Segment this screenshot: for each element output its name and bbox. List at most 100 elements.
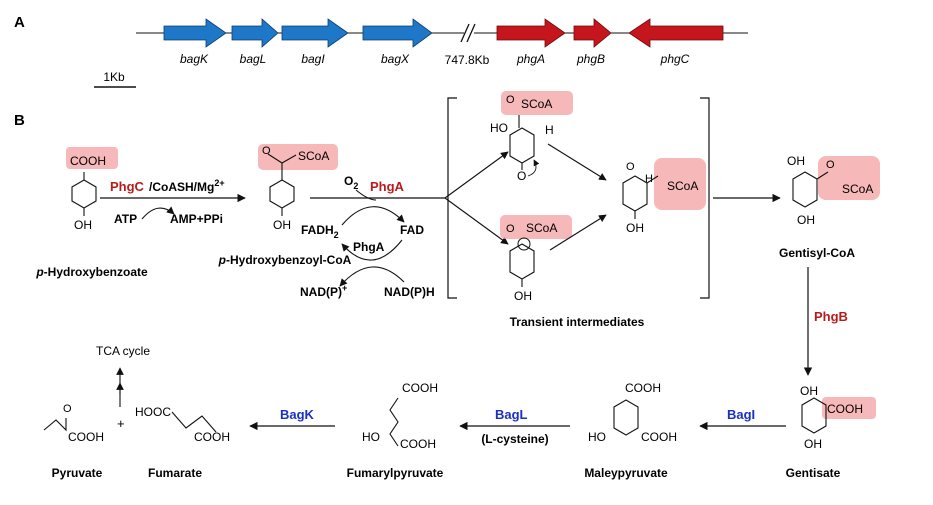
cofactor-text: /CoASH/Mg: [149, 180, 214, 194]
enzyme-phgC: PhgC: [110, 179, 145, 194]
cooh-highlight: [822, 397, 876, 419]
pyruvate-structure: O COOH: [43, 403, 104, 444]
oh-label: OH: [626, 221, 644, 235]
p-hba-name: -Hydroxybenzoate: [44, 265, 148, 279]
o2-label: O2: [344, 174, 358, 191]
oh-label: OH: [787, 154, 805, 168]
h-label: H: [545, 123, 554, 137]
gene-label-bagL: bagL: [240, 52, 267, 66]
gap-mark: [460, 23, 470, 43]
nadp-charge: +: [342, 283, 347, 293]
nadph-label: NAD(P)H: [384, 285, 435, 299]
label-gentisyl-coa: Gentisyl-CoA: [779, 246, 855, 260]
enzyme-bagI: BagI: [727, 407, 755, 422]
scoa-highlight: [501, 91, 573, 115]
gene-arrow-phgC: [628, 18, 724, 48]
mg-charge: 2+: [214, 178, 224, 188]
transient-intermediate-bottom: SCoA O OH: [500, 215, 572, 303]
scoa-label: SCoA: [842, 182, 873, 196]
gap-label: 747.8Kb: [445, 53, 490, 67]
gene-arrow-bagK: [163, 18, 227, 48]
bagL-cofactor-note: (L-cysteine): [481, 432, 548, 446]
p-prefix: p: [35, 265, 43, 279]
oh-label: OH: [74, 218, 92, 232]
label-p-hydroxybenzoate: p-Hydroxybenzoate: [35, 265, 148, 279]
enzyme-phgB: PhgB: [814, 309, 848, 324]
quinone-intermediate-structure: O H SCoA OH: [622, 158, 706, 235]
scoa-highlight: [818, 156, 880, 200]
scoa-label: SCoA: [526, 221, 557, 235]
arrow-to-intermediate-top: [444, 151, 509, 199]
o-label: O: [262, 145, 271, 157]
gene-label-bagX: bagX: [381, 52, 410, 66]
arrow-merge-bottom: [549, 214, 607, 251]
fumarylpyruvate-structure: COOH HO COOH: [362, 381, 438, 451]
ho-label: HO: [490, 121, 508, 135]
fad-curve: [341, 206, 405, 226]
gene-label-phgC: phgC: [660, 52, 690, 66]
bracket-left: [447, 97, 457, 299]
label-tca-cycle: TCA cycle: [96, 344, 150, 358]
atp-label: ATP: [114, 212, 137, 226]
cooh-label: COOH: [402, 381, 438, 395]
scale-bar-label: 1Kb: [103, 70, 125, 84]
o-label: O: [517, 169, 526, 183]
scoa-highlight: [654, 158, 706, 210]
label-fumarylpyruvate: Fumarylpyruvate: [347, 466, 444, 480]
gene-label-bagK: bagK: [180, 52, 209, 66]
cooh-label: COOH: [625, 381, 661, 395]
arrow-to-intermediate-bottom: [444, 197, 509, 245]
enzyme-bagK: BagK: [280, 407, 315, 422]
cooh-label: COOH: [400, 437, 436, 451]
cooh-label: COOH: [70, 154, 106, 168]
fadh2-text: FADH: [301, 223, 334, 237]
nadp-label: NAD(P)+: [300, 283, 347, 299]
oh-label: OH: [514, 289, 532, 303]
o2-sub: 2: [353, 181, 358, 191]
o-label: O: [506, 223, 515, 235]
fadh2-sub: 2: [334, 230, 339, 240]
h-label: H: [645, 173, 653, 185]
plus-sign: +: [117, 416, 125, 431]
gentisyl-coa-structure: OH O SCoA OH: [787, 154, 880, 227]
enzyme-phgA-small: PhgA: [353, 240, 385, 254]
hooc-label: HOOC: [135, 405, 171, 419]
fadh2-regen-curve: [341, 239, 403, 261]
atp-curve: [141, 206, 175, 220]
gene-arrow-bagL: [231, 18, 279, 48]
amp-label: AMP+PPi: [170, 212, 223, 226]
p-hba-coa-name: -Hydroxybenzoyl-CoA: [226, 253, 352, 267]
oh-label: OH: [804, 437, 822, 451]
o-label: O: [63, 403, 72, 415]
gene-label-bagI: bagI: [301, 52, 325, 66]
cooh-label: COOH: [194, 430, 230, 444]
nadp-curve: [339, 266, 405, 287]
scoa-label: SCoA: [521, 97, 552, 111]
cooh-label: COOH: [641, 430, 677, 444]
gene-label-phgA: phgA: [516, 52, 545, 66]
fad-label: FAD: [400, 223, 424, 237]
gene-arrow-bagI: [281, 18, 349, 48]
enzyme-phgA: PhgA: [370, 179, 405, 194]
bracket-right: [700, 97, 710, 299]
p-hydroxybenzoyl-coa-structure: O SCoA OH: [258, 144, 338, 232]
arrow-merge-top: [547, 143, 607, 181]
cooh-label: COOH: [68, 430, 104, 444]
oh-label: OH: [800, 384, 818, 398]
p-prefix: p: [218, 253, 226, 267]
o-label: O: [826, 159, 835, 171]
enzyme-bagL: BagL: [495, 407, 528, 422]
scoa-label: SCoA: [667, 179, 698, 193]
fadh2-label: FADH2: [301, 223, 339, 240]
label-pyruvate: Pyruvate: [52, 466, 103, 480]
gap-mark: [466, 23, 476, 43]
scoa-highlight: [258, 144, 338, 170]
scoa-label: SCoA: [298, 149, 329, 163]
nadp-text: NAD(P): [300, 285, 342, 299]
label-gentisate: Gentisate: [786, 466, 841, 480]
gene-label-phgB: phgB: [576, 52, 605, 66]
scoa-highlight: [500, 215, 572, 239]
label-p-hydroxybenzoyl-coa: p-Hydroxybenzoyl-CoA: [218, 253, 352, 267]
gene-arrow-phgB: [573, 18, 612, 48]
gene-arrow-phgA: [496, 18, 566, 48]
